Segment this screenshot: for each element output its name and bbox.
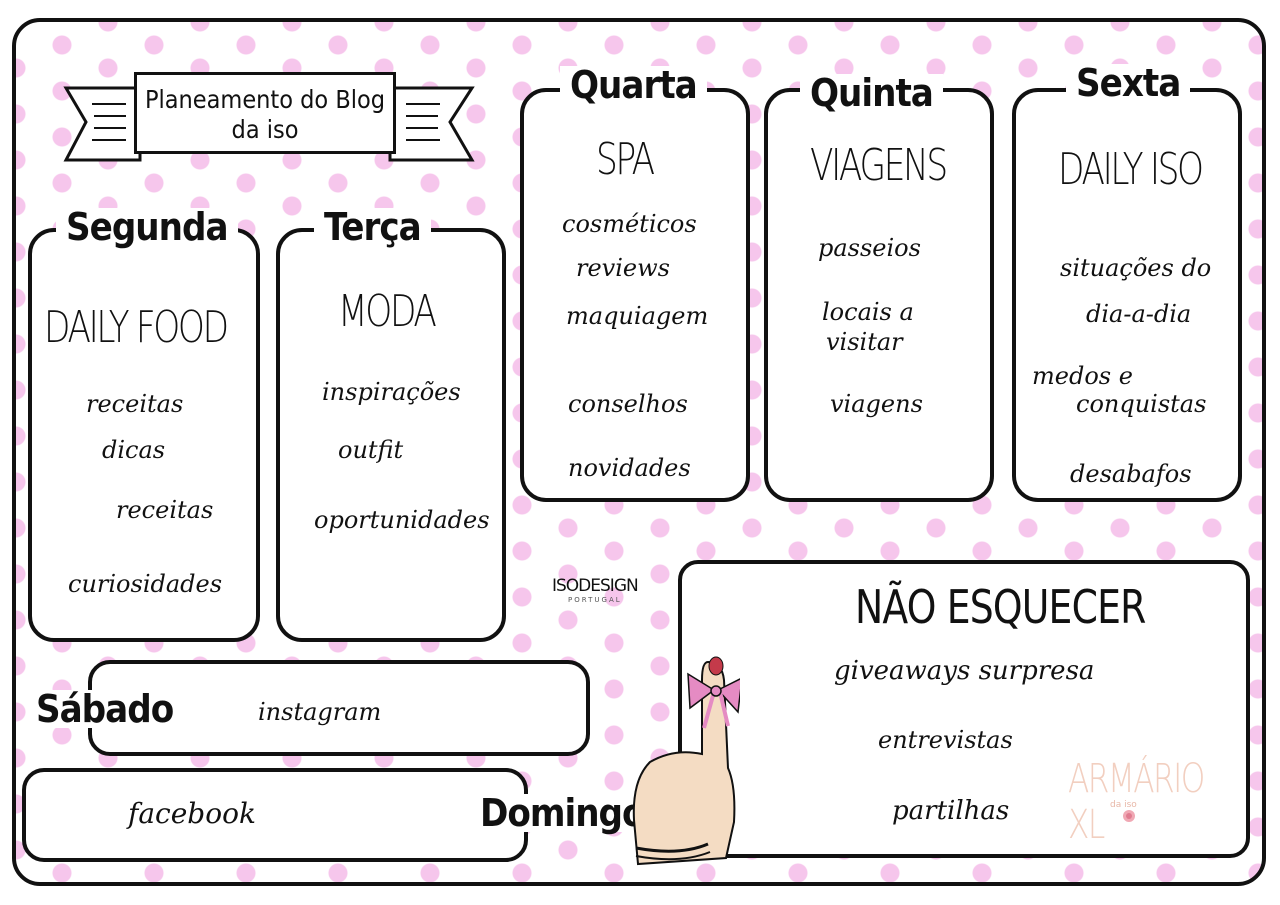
item-quarta-1: cosméticos bbox=[562, 210, 697, 238]
day-label-sexta: Sexta bbox=[1066, 64, 1191, 102]
item-quinta-3: visitar bbox=[826, 328, 903, 356]
item-quarta-5: novidades bbox=[568, 454, 691, 482]
day-label-domingo: Domingo bbox=[470, 794, 655, 832]
item-sabado-1: instagram bbox=[258, 698, 382, 726]
item-domingo-1: facebook bbox=[128, 797, 256, 830]
box-terca bbox=[276, 228, 506, 642]
item-sexta-1: situações do bbox=[1060, 254, 1212, 282]
isodesign-logo: ISODESIGN PORTUGAL bbox=[552, 576, 639, 604]
day-label-segunda: Segunda bbox=[56, 208, 238, 246]
isodesign-logo-text: ISODESIGN bbox=[552, 576, 639, 596]
item-quarta-2: reviews bbox=[576, 254, 670, 282]
reminder-item-1: giveaways surpresa bbox=[834, 656, 1095, 686]
item-quinta-4: viagens bbox=[830, 390, 923, 418]
rose-icon bbox=[1123, 810, 1135, 822]
box-quinta bbox=[764, 88, 994, 502]
item-segunda-1: receitas bbox=[86, 390, 184, 418]
finger-bow-icon bbox=[632, 656, 740, 866]
day-label-sabado: Sábado bbox=[26, 690, 184, 728]
box-domingo bbox=[22, 768, 528, 862]
item-segunda-4: curiosidades bbox=[68, 570, 223, 598]
item-sexta-4: conquistas bbox=[1076, 390, 1207, 418]
banner-ribbon-left bbox=[63, 86, 142, 162]
title-line-1: Planeamento do Blog bbox=[144, 85, 386, 114]
isodesign-logo-sub: PORTUGAL bbox=[568, 596, 622, 604]
item-terca-2: outfit bbox=[338, 436, 404, 464]
category-segunda: DAILY FOOD bbox=[44, 302, 229, 353]
box-reminder bbox=[678, 560, 1250, 858]
category-sexta: DAILY ISO bbox=[1058, 144, 1204, 195]
category-terca: MODA bbox=[338, 286, 437, 337]
day-label-quarta: Quarta bbox=[560, 66, 707, 104]
reminder-item-3: partilhas bbox=[892, 796, 1010, 826]
armario-logo: ARMÁRIO XL bbox=[1068, 756, 1205, 848]
item-quarta-4: conselhos bbox=[568, 390, 688, 418]
item-quinta-2: locais a bbox=[822, 298, 914, 326]
armario-logo-sub: da iso bbox=[1110, 800, 1137, 810]
page-title: Planeamento do Blog da iso bbox=[134, 72, 396, 154]
item-sexta-5: desabafos bbox=[1070, 460, 1192, 488]
reminder-title: NÃO ESQUECER bbox=[855, 580, 1146, 634]
day-label-quinta: Quinta bbox=[800, 74, 943, 112]
item-segunda-2: dicas bbox=[102, 436, 166, 464]
category-quinta: VIAGENS bbox=[810, 140, 948, 191]
day-label-terca: Terça bbox=[314, 208, 431, 246]
item-quarta-3: maquiagem bbox=[566, 302, 709, 330]
item-quinta-1: passeios bbox=[818, 234, 921, 262]
category-quarta: SPA bbox=[596, 134, 655, 185]
item-terca-1: inspirações bbox=[322, 378, 461, 406]
title-line-2: da iso bbox=[231, 115, 299, 144]
item-sexta-3: medos e bbox=[1032, 362, 1133, 390]
reminder-item-2: entrevistas bbox=[878, 726, 1013, 754]
banner-ribbon-right bbox=[388, 86, 475, 162]
item-terca-3: oportunidades bbox=[314, 506, 490, 534]
item-sexta-2: dia-a-dia bbox=[1086, 300, 1192, 328]
item-segunda-3: receitas bbox=[116, 496, 214, 524]
